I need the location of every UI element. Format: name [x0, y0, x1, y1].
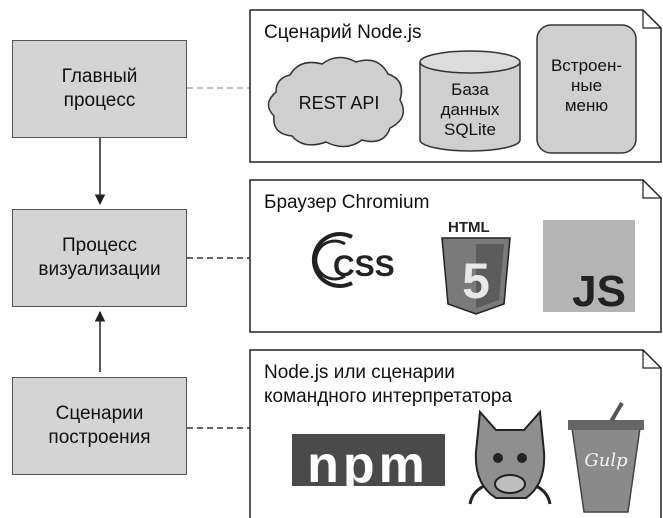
- database-label: База данных SQLite: [440, 80, 500, 139]
- gulp-logo: Gulp: [568, 401, 644, 513]
- js-logo: JS: [543, 220, 635, 316]
- process-main: Главный процесс: [12, 40, 187, 138]
- html5-number: 5: [462, 253, 490, 309]
- css-logo-text: CSS: [333, 250, 395, 283]
- html5-logo-text: HTML: [448, 219, 490, 236]
- menu-icon: [536, 24, 637, 154]
- process-build: Сценарии построения: [12, 377, 187, 475]
- panel-chromium-title: Браузер Chromium: [264, 192, 430, 213]
- grunt-logo: [468, 409, 552, 505]
- gulp-logo-text: Gulp: [584, 450, 628, 471]
- panel-scripts-title: Node.js или сценарии командного интерпре…: [264, 362, 513, 407]
- menu-label: Встроен- ные меню: [550, 56, 623, 115]
- process-render-label: Процесс визуализации: [38, 235, 161, 280]
- css-logo: CSS: [311, 232, 395, 288]
- process-render: Процесс визуализации: [12, 209, 187, 307]
- js-logo-text: JS: [572, 267, 626, 316]
- process-build-label: Сценарии построения: [48, 403, 151, 448]
- html5-logo: HTML 5: [441, 219, 511, 315]
- cloud-icon: [267, 56, 405, 148]
- process-main-label: Главный процесс: [61, 66, 138, 111]
- database-icon: [419, 50, 521, 152]
- npm-logo-text: npm: [307, 436, 429, 494]
- rest-api-label: REST API: [298, 93, 380, 113]
- panel-node-title: Сценарий Node.js: [264, 22, 422, 43]
- npm-logo: npm: [292, 434, 445, 494]
